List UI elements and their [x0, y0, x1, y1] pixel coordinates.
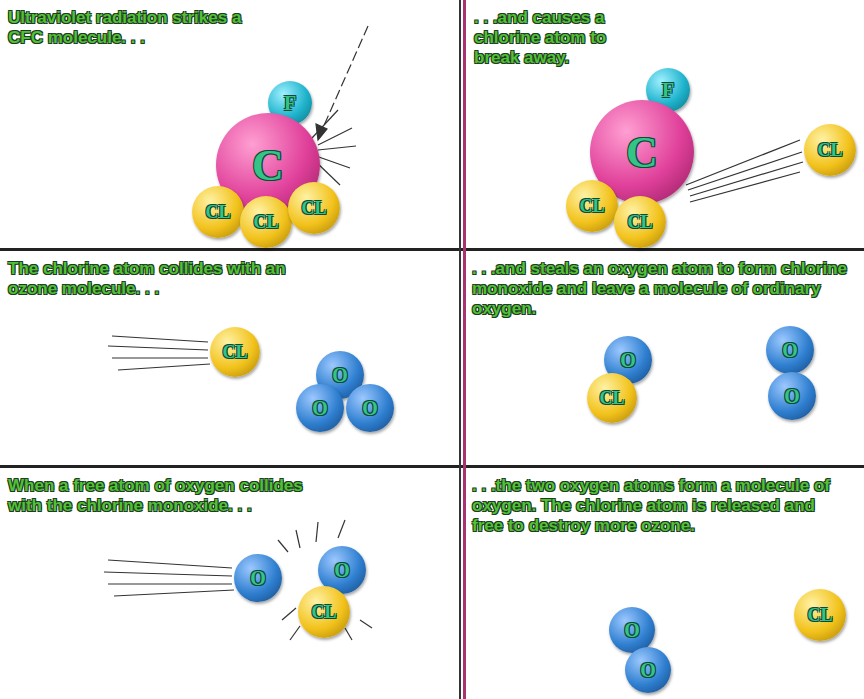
atom-symbol: CL: [807, 605, 832, 626]
atom-sphere: CL: [804, 124, 856, 176]
atom-symbol: O: [782, 339, 798, 362]
motion-lines: [104, 26, 803, 640]
panel: . . .the two oxygen atoms form a molecul…: [466, 468, 864, 699]
divider-line: [0, 248, 864, 251]
atom-sphere: CL: [288, 182, 340, 234]
atom-sphere: CL: [614, 196, 666, 248]
atom-sphere: CL: [794, 589, 846, 641]
atom-symbol: CL: [301, 198, 326, 219]
divider-line: [0, 465, 864, 468]
panel-caption: . . .the two oxygen atoms form a molecul…: [472, 476, 842, 536]
atom-symbol: CL: [253, 212, 278, 233]
atom-symbol: F: [284, 92, 296, 115]
atom-sphere: O: [768, 372, 816, 420]
atom-symbol: O: [334, 559, 350, 582]
atom-symbol: O: [640, 659, 656, 682]
atom-symbol: O: [312, 397, 328, 420]
divider-line: [463, 0, 466, 699]
atom-symbol: O: [332, 364, 348, 387]
atom-symbol: O: [362, 397, 378, 420]
panel: Ultraviolet radiation strikes a CFC mole…: [0, 0, 459, 248]
atom-sphere: CL: [298, 586, 350, 638]
atom-sphere: O: [296, 384, 344, 432]
panel: . . .and causes a chlorine atom to break…: [466, 0, 864, 248]
atom-sphere: O: [234, 554, 282, 602]
atom-symbol: CL: [222, 342, 247, 363]
panel-caption: . . .and causes a chlorine atom to break…: [474, 8, 634, 68]
atom-sphere: CL: [192, 186, 244, 238]
panel-caption: Ultraviolet radiation strikes a CFC mole…: [8, 8, 270, 48]
atom-sphere: CL: [587, 373, 637, 423]
atom-symbol: O: [620, 349, 636, 372]
atom-sphere: CL: [240, 196, 292, 248]
atom-symbol: CL: [817, 140, 842, 161]
atom-sphere: CL: [210, 327, 260, 377]
atom-sphere: O: [346, 384, 394, 432]
divider-line: [459, 0, 461, 699]
panel-caption: . . .and steals an oxygen atom to form c…: [472, 259, 860, 319]
panel-caption: The chlorine atom collides with an ozone…: [8, 259, 308, 299]
panel-caption: When a free atom of oxygen collides with…: [8, 476, 338, 516]
atom-symbol: O: [784, 385, 800, 408]
atom-symbol: O: [250, 567, 266, 590]
atom-symbol: O: [624, 619, 640, 642]
atom-symbol: CL: [599, 388, 624, 409]
atom-symbol: CL: [579, 196, 604, 217]
panel: The chlorine atom collides with an ozone…: [0, 251, 459, 465]
atom-symbol: CL: [627, 212, 652, 233]
panel: . . .and steals an oxygen atom to form c…: [466, 251, 864, 465]
atom-sphere: O: [625, 647, 671, 693]
panel: When a free atom of oxygen collides with…: [0, 468, 459, 699]
atom-symbol: CL: [205, 202, 230, 223]
atom-symbol: F: [662, 79, 674, 102]
atom-symbol: C: [252, 140, 284, 191]
atom-sphere: CL: [566, 180, 618, 232]
atom-sphere: O: [766, 326, 814, 374]
atom-symbol: CL: [311, 602, 336, 623]
atom-symbol: C: [626, 127, 658, 178]
